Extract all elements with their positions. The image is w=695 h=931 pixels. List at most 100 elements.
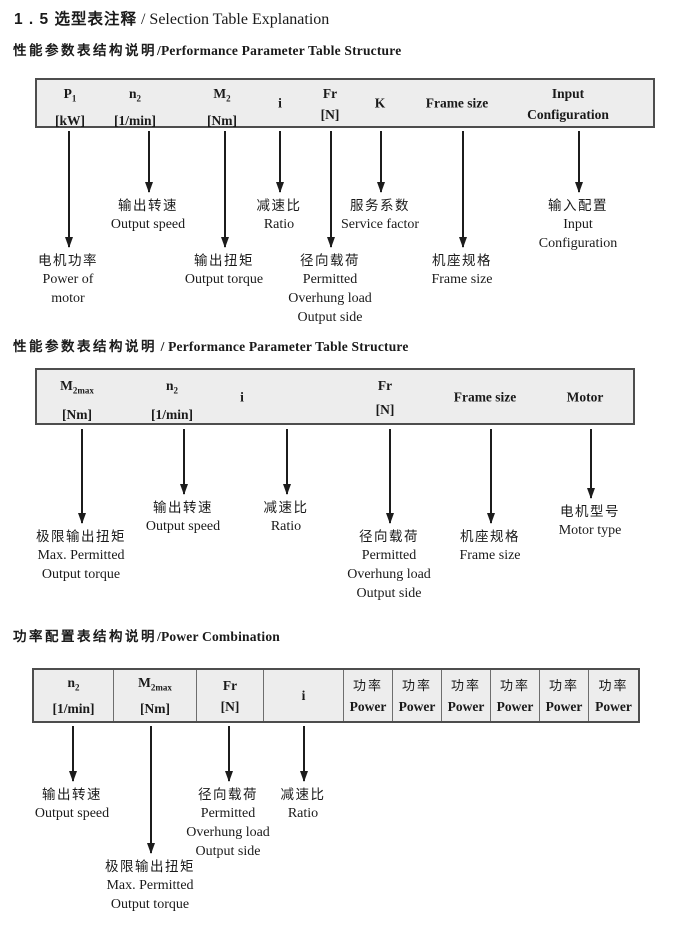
power-label-en: Power	[447, 698, 485, 714]
column-symbol-text: i	[240, 389, 244, 404]
column-symbol: M2	[207, 83, 237, 110]
callout-line: 输出转速	[117, 198, 178, 213]
column-unit: [N]	[220, 698, 240, 714]
column-unit: [Nm]	[207, 112, 237, 128]
power-label-zh: 功率	[548, 677, 579, 693]
table-column-header: n2 [1/min]	[151, 374, 193, 427]
column-symbol-text: i	[301, 688, 306, 703]
column-unit: [N]	[320, 107, 340, 122]
callout-label: 输出转速 Output speed	[146, 498, 220, 536]
power-column-header: 功率 Power	[589, 670, 638, 721]
down-arrow-icon	[377, 131, 384, 193]
callout-line: 径向载荷	[359, 529, 419, 544]
column-symbol: Fr	[321, 83, 340, 104]
page-title-zh: 1 . 5 选型表注释	[14, 11, 137, 28]
table-column-header: Fr[N]	[376, 374, 395, 422]
column-symbol: M2max	[60, 374, 94, 403]
callout-line: Service factor	[340, 217, 420, 232]
table-column-header: M2max[Nm]	[114, 670, 197, 721]
down-arrow-icon	[180, 429, 187, 495]
down-arrow-icon	[65, 131, 72, 248]
callout-line: 极限输出扭矩	[105, 859, 195, 874]
callout-line: Permitted	[361, 548, 417, 563]
column-symbol: K	[375, 93, 386, 114]
callout-line: Input	[563, 217, 593, 232]
column-symbol-text: Frame size	[453, 389, 517, 404]
down-arrow-icon	[575, 131, 582, 193]
column-symbol: Frame size	[454, 386, 517, 407]
callout-line: Output side	[297, 310, 363, 325]
callout-line: Output torque	[184, 272, 264, 287]
column-unit: [1/min]	[151, 406, 193, 422]
power-label-en: Power	[545, 698, 583, 714]
table-column-header: i	[278, 93, 282, 114]
column-subscript: 2	[173, 385, 179, 396]
callout-line: 输出转速	[41, 787, 102, 802]
down-arrow-icon	[327, 131, 334, 248]
power-label-zh: 功率	[401, 677, 432, 693]
column-symbol-text: K	[374, 95, 386, 111]
callout-line: 减速比	[280, 787, 326, 802]
callout-line: Output speed	[110, 217, 186, 232]
callout-line: Frame size	[459, 548, 521, 563]
section-heading-zh: 功率配置表结构说明	[13, 629, 157, 644]
callout-line: 服务系数	[350, 198, 410, 213]
section-heading-performance-1: 性能参数表结构说明/Performance Parameter Table St…	[13, 39, 401, 59]
column-symbol: Fr	[223, 675, 237, 696]
callout-line: 输出转速	[152, 500, 213, 515]
callout-label: 输出转速 Output speed	[111, 196, 185, 234]
column-symbol-text: Frame size	[425, 95, 489, 111]
table-power-combination: n2[1/min]M2max[Nm] Fr [N] i 功率 Power 功率 Power 功率…	[32, 668, 640, 723]
column-subscript: 2	[75, 682, 80, 693]
column-symbol-text: Fr	[222, 677, 238, 693]
column-subscript: 1	[71, 93, 77, 104]
down-arrow-icon	[283, 429, 290, 495]
table-column-header: Frame size	[454, 386, 517, 407]
table-column-header: M2max[Nm]	[60, 374, 94, 427]
column-unit: [N]	[375, 402, 395, 417]
table-column-header: Fr [N]	[321, 83, 340, 125]
power-label-en: Power	[595, 698, 632, 714]
down-arrow-icon	[300, 726, 307, 782]
callout-label: 输出扭矩 Output torque	[185, 251, 263, 289]
callout-line: Output side	[195, 844, 261, 859]
callout-line: 机座规格	[432, 253, 492, 268]
power-column-header: 功率 Power	[540, 670, 589, 721]
callout-line: Overhung load	[347, 567, 431, 582]
column-unit: [1/min]	[114, 112, 156, 128]
power-label-zh: 功率	[450, 677, 481, 693]
column-subscript: 2	[226, 93, 231, 104]
column-subscript: 2max	[150, 682, 172, 693]
section-heading-en: /Power Combination	[157, 629, 280, 644]
down-arrow-icon	[225, 726, 232, 782]
down-arrow-icon	[276, 131, 283, 193]
column-symbol-text: Input	[551, 86, 585, 101]
callout-line: Output speed	[145, 519, 221, 534]
callout-line: 径向载荷	[198, 787, 258, 802]
down-arrow-icon	[145, 131, 152, 193]
callout-line: 极限输出扭矩	[36, 529, 126, 544]
column-subscript: 2max	[72, 385, 94, 396]
callout-line: 输出扭矩	[194, 253, 254, 268]
callout-line: Ratio	[287, 806, 319, 821]
callout-line: Permitted	[200, 806, 256, 821]
table-column-header: Frame size	[426, 93, 489, 114]
callout-line: Max. Permitted	[37, 548, 125, 563]
table-column-header: i	[264, 670, 344, 721]
table-column-header: K	[375, 93, 386, 114]
power-label-zh: 功率	[598, 677, 629, 693]
table-column-header: n2[1/min]	[34, 670, 114, 721]
table-column-header: i	[240, 386, 244, 407]
table-column-header: P1[kW]	[55, 83, 85, 131]
column-symbol-text: n	[165, 378, 174, 393]
power-label-en: Power	[496, 698, 534, 714]
down-arrow-icon	[147, 726, 154, 854]
